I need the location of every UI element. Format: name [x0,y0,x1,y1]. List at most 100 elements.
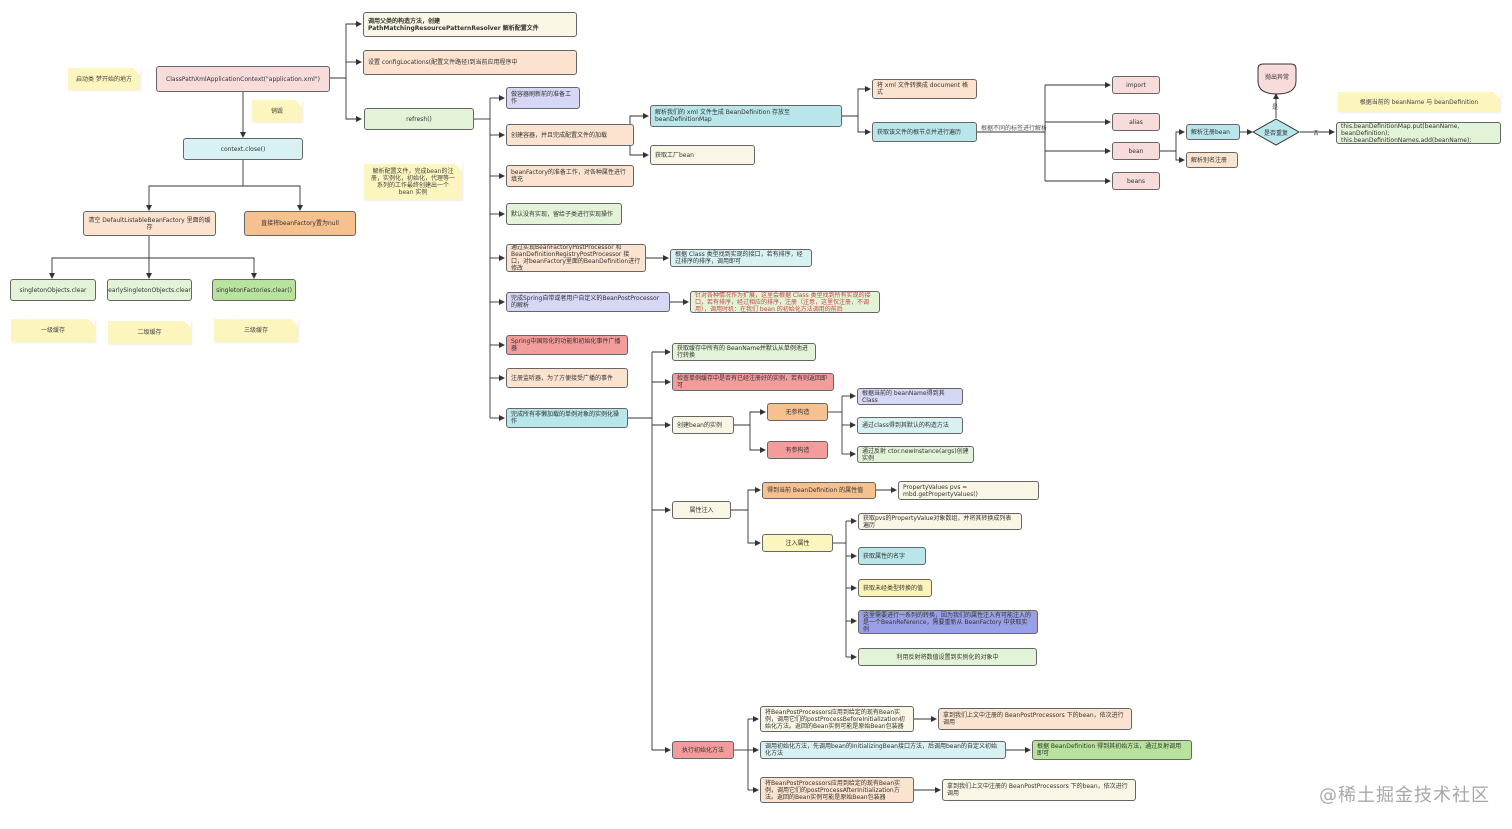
note-cache1-text: 一级缓存 [40,327,65,334]
note-cache1: 一级缓存 [11,319,95,342]
walk-node[interactable]: 获取该文件的根节点并进行遍历 [872,122,977,142]
step-finish-label: 完成所有非懒加载的单例对象的实例化操作 [511,411,620,425]
set-null-label: 直接将beanFactory置为null [261,220,339,227]
refresh-node[interactable]: refresh() [364,108,474,130]
step-prepare-label: 做容器刷新前的准备工作 [511,91,572,105]
bpp-detail-label: 针对各种情况作为扩展，这里会根据 Class 类型找到所有实现的接口，若有排序，… [695,291,871,313]
pvs-code-label: PropertyValues pvs = mbd.getPropertyValu… [903,483,978,498]
get-pvs-label: 得到当前 BeanDefinition 的属性值 [767,487,864,494]
inject-label: 注入属性 [785,539,810,547]
invoke-node[interactable]: 调用初始化方法，先调用bean的InitializingBean接口方法，后调用… [760,741,1006,759]
by-tag-label: 根据不同的标签进行解析 [981,125,1048,132]
parse-bean-label: 解析注册bean [1191,128,1230,136]
get-name-node[interactable]: 获取属性的名字 [858,547,926,565]
tag-bean[interactable]: bean [1112,142,1160,160]
after-node[interactable]: 将BeanPostProcessors应用到给定的现有Bean实例，调用它们的p… [760,777,914,803]
parse-bean-node[interactable]: 解析注册bean [1186,124,1240,140]
invoke-detail-label: 根据 BeanDefinition 得到其初始方法，通过反射调用即可 [1037,743,1182,757]
no-arg-node[interactable]: 无参构造 [767,403,828,421]
step-create-bf[interactable]: 创建容器，并且完成配置文件的加载 [506,124,634,146]
tag-import[interactable]: import [1112,76,1160,94]
set-null-node[interactable]: 直接将beanFactory置为null [244,211,356,236]
before-node[interactable]: 将BeanPostProcessors应用到给定的现有Bean实例，调用它们的p… [760,706,914,732]
tag-import-label: import [1126,81,1146,89]
step-bfpp[interactable]: 通过实现BeanFactoryPostProcessor 和 BeanDefin… [506,244,646,272]
early-clear-node[interactable]: earlySingletonObjects.clear [107,279,192,301]
put-code-label: this.beanDefinitionMap.put(beanName, bea… [1341,122,1472,144]
singleton-clear-node[interactable]: singletonObjects.clear [10,279,96,301]
note-cache3-text: 三级缓存 [243,327,268,334]
step-i18n-label: Spring中国际化的功能和初始化事件广播器 [511,338,621,352]
bfpp-detail-label: 根据 Class 类型找到实现的接口，若有排序，经过排序的排序，调用即可 [675,251,803,265]
create-node[interactable]: 创建bean的实例 [672,416,734,434]
get-bf-label: 获取工厂bean [655,151,694,159]
step-bpp[interactable]: 完成Spring自带或者用户自定义的BeanPostProcessor的解析 [506,292,670,312]
step-bf-prepare[interactable]: beanFactory的准备工作，对各种属性进行填充 [506,165,634,187]
note-cache2: 二级缓存 [108,321,191,344]
step-prepare[interactable]: 做容器刷新前的准备工作 [506,87,580,109]
note-start: 启动类 梦开始的地方 [68,68,140,90]
note-put-text: 根据当前的 beanName 与 beanDefinition [1359,98,1479,106]
pvs-code-node[interactable]: PropertyValues pvs = mbd.getPropertyValu… [898,481,1039,500]
set-value-label: 利用反射将数值设置到实例化的对象中 [896,653,999,661]
init-node[interactable]: 执行初始化方法 [672,741,734,759]
set-config-node[interactable]: 设置 configLocations(配置文件路径)到当前应用程序中 [363,50,577,75]
with-arg-label: 有参构造 [785,446,810,454]
clear-cache-label: 清空 DefaultListableBeanFactory 里面的缓存 [88,216,211,231]
set-value-node[interactable]: 利用反射将数值设置到实例化的对象中 [858,648,1037,666]
tag-alias[interactable]: alias [1112,113,1160,131]
parse-alias-node[interactable]: 解析别名注册 [1186,152,1238,168]
get-class-node[interactable]: 根据当前的 beanName得到其 Class [857,388,963,405]
populate-label: 属性注入 [689,506,714,514]
bfpp-detail-node[interactable]: 根据 Class 类型找到实现的接口，若有排序，经过排序的排序，调用即可 [670,249,812,267]
get-list-label: 获取pvs的PropertyValue对象数组，并将其转换成列表遍历 [863,514,1012,529]
factories-clear-node[interactable]: singletonFactories.clear() [212,279,296,301]
parent-ctor-node[interactable]: 调用父类的构造方法，创建 PathMatchingResourcePattern… [363,12,577,37]
inject-node[interactable]: 注入属性 [762,534,833,552]
populate-node[interactable]: 属性注入 [672,501,731,519]
before-detail-node[interactable]: 拿到我们上文中注册的 BeanPostProcessors 下的bean，依次进… [938,708,1132,730]
note-put: 根据当前的 beanName 与 beanDefinition [1338,92,1500,112]
singleton-clear-label: singletonObjects.clear [19,286,87,294]
clear-cache-node[interactable]: 清空 DefaultListableBeanFactory 里面的缓存 [83,211,216,236]
get-value-node[interactable]: 获取未经类型转换的值 [858,579,932,597]
default-ctor-node[interactable]: 通过class得到其默认的构造方法 [857,417,963,434]
step-no-impl[interactable]: 默认没有实现，留给子类进行实现操作 [506,203,622,225]
parse-xml-node[interactable]: 解析我们的 xml 文件生成 BeanDefinition 存放至 beanDe… [650,105,842,127]
get-names-node[interactable]: 获取缓存中所有的 BeanName并默认从单例池进行转换 [672,343,816,361]
to-doc-label: 将 xml 文件转换成 document 格式 [877,82,968,96]
after-detail-node[interactable]: 拿到我们上文中注册的 BeanPostProcessors 下的bean，依次进… [942,779,1136,801]
tag-beans[interactable]: beans [1112,172,1160,190]
check-cache-node[interactable]: 检查单例缓存中是否有已经注册好的实例，若有则返回即可 [672,373,834,391]
walk-label: 获取该文件的根节点并进行遍历 [877,128,962,136]
step-finish[interactable]: 完成所有非懒加载的单例对象的实例化操作 [506,408,628,428]
is-dup-diamond[interactable] [1252,118,1300,146]
step-listener[interactable]: 注册监听器，为了方便接受广播的事件 [506,368,628,388]
throw-shape[interactable] [1257,63,1297,95]
with-arg-node[interactable]: 有参构造 [767,441,828,459]
note-cache3: 三级缓存 [214,319,298,342]
tag-bean-label: bean [1128,147,1144,155]
invoke-detail-node[interactable]: 根据 BeanDefinition 得到其初始方法，通过反射调用即可 [1032,740,1192,760]
bpp-detail-node[interactable]: 针对各种情况作为扩展，这里会根据 Class 类型找到所有实现的接口，若有排序，… [690,291,880,313]
early-clear-label: earlySingletonObjects.clear [108,286,191,294]
step-create-bf-label: 创建容器，并且完成配置文件的加载 [511,131,608,139]
watermark: @稀土掘金技术社区 [1319,785,1490,806]
get-list-node[interactable]: 获取pvs的PropertyValue对象数组，并将其转换成列表遍历 [858,513,1022,530]
reflect-node[interactable]: 通过反射 ctor.newInstance(args)创建实例 [857,446,974,463]
get-pvs-node[interactable]: 得到当前 BeanDefinition 的属性值 [762,482,876,499]
step-i18n[interactable]: Spring中国际化的功能和初始化事件广播器 [506,335,628,355]
before-label: 将BeanPostProcessors应用到给定的现有Bean实例，调用它们的p… [765,708,905,730]
context-close-node[interactable]: context.close() [183,138,303,160]
parse-alias-label: 解析别名注册 [1191,156,1228,164]
step-bfpp-label: 通过实现BeanFactoryPostProcessor 和 BeanDefin… [511,244,641,272]
default-ctor-label: 通过class得到其默认的构造方法 [862,422,949,429]
get-names-label: 获取缓存中所有的 BeanName并默认从单例池进行转换 [677,345,808,359]
convert-node[interactable]: 这里需要进行一系列的转换，因为我们的属性注入有可能注入的是一个BeanRefer… [858,610,1038,634]
to-doc-node[interactable]: 将 xml 文件转换成 document 格式 [872,79,977,99]
refresh-label: refresh() [406,115,432,123]
main-context-node[interactable]: ClassPathXmlApplicationContext("applicat… [156,66,330,92]
after-detail-label: 拿到我们上文中注册的 BeanPostProcessors 下的bean，依次进… [947,783,1128,797]
put-code-node[interactable]: this.beanDefinitionMap.put(beanName, bea… [1336,122,1501,144]
get-bf-node[interactable]: 获取工厂bean [650,145,755,165]
